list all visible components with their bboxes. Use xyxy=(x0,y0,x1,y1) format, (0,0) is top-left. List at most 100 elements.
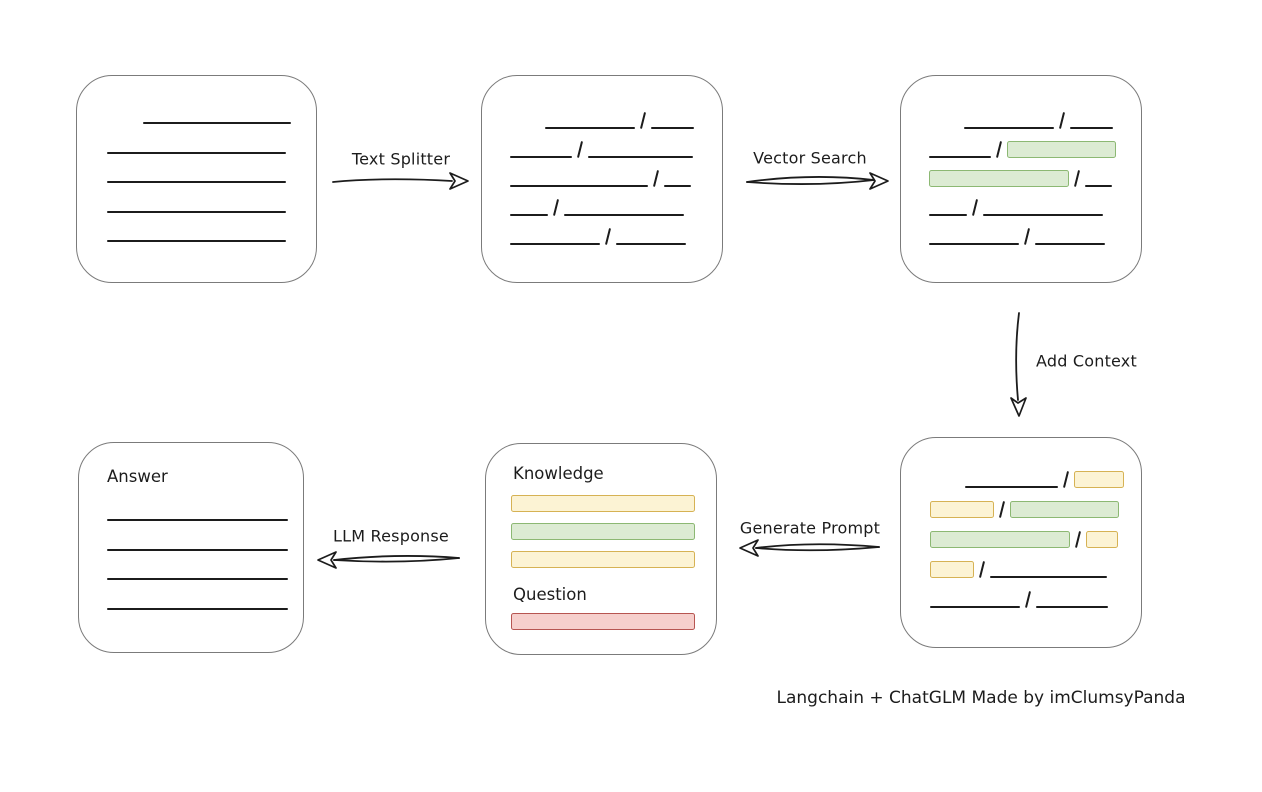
knowledge-label: Knowledge xyxy=(513,464,604,483)
text-line-segment xyxy=(510,156,572,158)
text-line-segment xyxy=(1036,606,1109,608)
generate-prompt-label: Generate Prompt xyxy=(739,518,881,538)
text-line-segment xyxy=(964,127,1054,129)
text-line-segment xyxy=(143,122,291,124)
highlight-bar-green xyxy=(929,170,1069,187)
vector-search-arrow xyxy=(746,172,889,190)
text-splitter-label: Text Splitter xyxy=(351,149,451,169)
text-row xyxy=(929,138,1141,159)
slash-separator xyxy=(971,198,979,217)
source-document-lines xyxy=(77,76,316,282)
text-row xyxy=(510,225,722,246)
answer-label: Answer xyxy=(107,467,168,486)
text-line-segment xyxy=(929,156,991,158)
text-line-segment xyxy=(107,151,286,154)
text-row xyxy=(930,588,1141,609)
text-line-segment xyxy=(107,240,286,242)
text-line-segment xyxy=(510,214,548,216)
text-row xyxy=(929,196,1141,217)
highlight-bar-yellow xyxy=(930,561,974,578)
text-line-segment xyxy=(107,548,288,551)
text-row xyxy=(510,138,722,159)
credit-text: Langchain + ChatGLM Made by imClumsyPand… xyxy=(776,688,1186,708)
text-splitter-arrow xyxy=(332,172,469,190)
highlight-bar-yellow xyxy=(511,495,695,512)
text-line-segment xyxy=(107,578,288,580)
slash-separator xyxy=(652,169,660,188)
text-line-segment xyxy=(990,576,1108,578)
slash-separator xyxy=(552,198,560,217)
text-row xyxy=(107,163,316,183)
slash-separator xyxy=(1024,590,1032,609)
text-row xyxy=(930,468,1141,489)
indent-space xyxy=(510,128,540,129)
text-line-segment xyxy=(965,486,1058,488)
indent-space xyxy=(929,128,959,129)
text-line-segment xyxy=(545,127,635,129)
text-row xyxy=(107,104,316,124)
text-row xyxy=(929,109,1141,130)
text-row xyxy=(930,528,1141,549)
context-chunks-box xyxy=(900,437,1142,648)
question-label: Question xyxy=(513,585,587,604)
llm-response-label: LLM Response xyxy=(333,526,449,546)
text-row xyxy=(107,193,316,213)
vector-search-label: Vector Search xyxy=(753,148,867,168)
highlight-bar-yellow xyxy=(511,551,695,568)
text-line-segment xyxy=(510,185,648,187)
text-line-segment xyxy=(107,181,286,183)
text-row xyxy=(107,222,316,242)
add-context-arrow xyxy=(1010,312,1027,417)
text-line-segment xyxy=(929,243,1019,245)
text-line-segment xyxy=(983,214,1104,216)
slash-separator xyxy=(1074,530,1082,549)
highlight-bar-green xyxy=(1007,141,1117,158)
question-bars xyxy=(511,613,695,641)
text-row xyxy=(107,590,303,610)
generate-prompt-arrow xyxy=(739,539,880,557)
answer-box: Answer xyxy=(78,442,304,653)
text-line-segment xyxy=(651,127,695,129)
text-line-segment xyxy=(107,210,286,213)
slash-separator xyxy=(1073,169,1081,188)
matched-chunks-box xyxy=(900,75,1142,283)
text-row xyxy=(510,167,722,188)
slash-separator xyxy=(576,140,584,159)
text-row xyxy=(929,225,1141,246)
highlight-bar-yellow xyxy=(1074,471,1125,488)
highlight-bar-yellow xyxy=(1086,531,1119,548)
slash-separator xyxy=(639,111,647,130)
text-line-segment xyxy=(1085,185,1113,187)
add-context-label: Add Context xyxy=(1036,351,1137,371)
llm-response-arrow xyxy=(317,551,460,569)
text-row xyxy=(510,196,722,217)
matched-chunks-lines xyxy=(901,76,1141,282)
highlight-bar-red xyxy=(511,613,695,630)
text-row xyxy=(107,560,303,580)
text-line-segment xyxy=(1070,127,1114,129)
highlight-bar-yellow xyxy=(930,501,994,518)
text-row xyxy=(510,109,722,130)
knowledge-bars xyxy=(511,495,695,579)
slash-separator xyxy=(978,560,986,579)
text-row xyxy=(929,167,1141,188)
text-line-segment xyxy=(564,214,685,216)
highlight-bar-green xyxy=(930,531,1070,548)
slash-separator xyxy=(995,140,1003,159)
text-line-segment xyxy=(588,156,694,158)
text-line-segment xyxy=(929,214,967,216)
text-row xyxy=(107,134,316,154)
split-text-box xyxy=(481,75,723,283)
text-line-segment xyxy=(664,185,692,187)
split-text-lines xyxy=(482,76,722,282)
text-line-segment xyxy=(930,606,1020,608)
slash-separator xyxy=(1062,470,1070,489)
text-line-segment xyxy=(107,519,288,521)
text-row xyxy=(107,501,303,521)
slash-separator xyxy=(998,500,1006,519)
slash-separator xyxy=(604,227,612,246)
context-chunks-lines xyxy=(901,438,1141,647)
text-row xyxy=(107,531,303,551)
